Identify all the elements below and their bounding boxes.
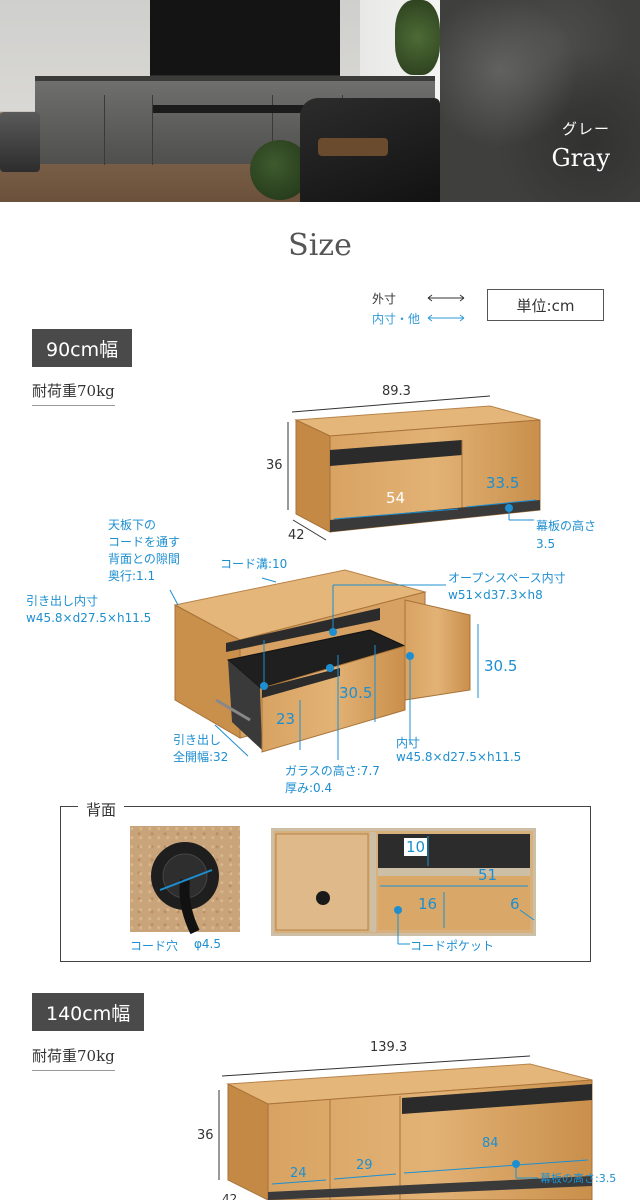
glass-marker	[326, 664, 334, 672]
board-drawer	[153, 95, 273, 165]
note-top-gap-2: コードを通す	[108, 535, 181, 549]
dim-90-door-width: 33.5	[486, 474, 520, 492]
note-drawer-open-title: 引き出し	[173, 733, 222, 747]
back-open-space	[378, 834, 530, 868]
note-open-space-value: w51×d37.3×h8	[448, 588, 543, 602]
unit-box: 単位:cm	[487, 289, 604, 321]
dim-140-door-left: 24	[290, 1166, 307, 1181]
gray-color-swatch	[440, 0, 640, 202]
chair-arm	[318, 138, 388, 156]
cabinet-140	[226, 1063, 593, 1200]
note-top-gap-1: 天板下の	[108, 518, 157, 532]
note-glass-height: ガラスの高さ:7.7	[285, 764, 380, 778]
drawer-inner-marker	[260, 682, 268, 690]
dim-drawer-inner-height: 30.5	[339, 684, 373, 702]
cord-pocket-label: コードポケット	[410, 939, 495, 953]
legend-outer: 外寸	[372, 288, 466, 308]
legend-black-arrow	[427, 294, 465, 302]
dim-140-drawer-width: 84	[482, 1136, 499, 1151]
dim-140-door-mid: 29	[356, 1158, 373, 1173]
dim-140-depth: 42	[222, 1192, 238, 1200]
dim-lines-140	[218, 1055, 531, 1180]
dim-90-height: 36	[266, 458, 283, 473]
model-90-load: 耐荷重70kg	[32, 380, 115, 406]
inner-dim-lines-open	[169, 577, 479, 760]
dim-open-height: 30.5	[484, 657, 518, 675]
back-dim-lines	[380, 836, 535, 945]
model-140-load: 耐荷重70kg	[32, 1045, 115, 1071]
baseboard-marker	[505, 504, 513, 512]
back-view-frame	[60, 806, 591, 962]
open-space-marker	[329, 628, 337, 636]
back-dim-10: 10	[404, 838, 428, 856]
dimension-legend: 外寸 内寸・他	[372, 288, 466, 328]
color-name-en: Gray	[551, 144, 610, 172]
cord-hole-value: φ4.5	[194, 937, 221, 951]
cord-hole-label: コード穴	[130, 939, 179, 953]
board-door	[65, 95, 105, 165]
inner-dim-lines-90	[333, 499, 537, 521]
tv-image	[150, 0, 340, 78]
note-cabinet-inner-value: w45.8×d27.5×h11.5	[396, 750, 522, 764]
shelf-decor	[0, 112, 40, 172]
back-view-label: 背面	[78, 799, 125, 820]
dim-140-height: 36	[197, 1128, 214, 1143]
color-name-ja: グレー	[561, 120, 610, 138]
legend-outer-label: 外寸	[372, 291, 397, 306]
note-drawer-inner-title: 引き出し内寸	[26, 594, 99, 608]
note-glass-thickness: 厚み:0.4	[285, 781, 333, 795]
note-open-space-title: オープンスペース内寸	[448, 571, 566, 585]
back-door-panel	[275, 833, 369, 931]
dim-lines-90	[287, 395, 491, 541]
note-cabinet-inner-title: 内寸	[396, 736, 421, 750]
legend-inner-label: 内寸・他	[372, 311, 421, 326]
note-drawer-open-value: 全開幅:32	[173, 750, 229, 764]
baseboard-value: 3.5	[536, 537, 556, 551]
dim-90-width: 89.3	[382, 384, 411, 399]
back-dim-6: 6	[510, 895, 520, 913]
dim-140-baseboard: 幕板の高さ:3.5	[540, 1172, 617, 1185]
dim-90-drawer-width: 54	[386, 489, 406, 507]
back-dim-51: 51	[478, 866, 498, 884]
inner-dim-lines-140	[271, 1159, 589, 1185]
cord-cable	[179, 879, 200, 935]
legend-inner: 内寸・他	[372, 308, 466, 328]
dim-drawer-front-height: 23	[276, 710, 296, 728]
dim-90-depth: 42	[288, 528, 305, 543]
note-cord-groove: コード溝:10	[220, 557, 288, 571]
note-drawer-inner-value: w45.8×d27.5×h11.5	[26, 611, 152, 625]
model-140-tag: 140cm幅	[32, 993, 145, 1031]
back-dim-16: 16	[418, 895, 438, 913]
back-cord-hole	[316, 891, 330, 905]
note-top-gap-4: 奥行:1.1	[108, 569, 156, 583]
baseboard-label: 幕板の高さ	[536, 519, 597, 533]
note-top-gap-3: 背面との隙間	[108, 552, 180, 566]
dim-140-width: 139.3	[370, 1040, 408, 1055]
size-title: Size	[288, 228, 352, 263]
cabinet-90-front	[294, 405, 541, 533]
hero-banner: グレー Gray	[0, 0, 640, 202]
legend-blue-arrow	[427, 314, 465, 322]
board-door	[105, 95, 153, 165]
board-glass-slot	[153, 105, 343, 113]
cabinet-inner-marker	[406, 652, 414, 660]
model-90-tag: 90cm幅	[32, 329, 133, 367]
plant	[395, 0, 440, 75]
